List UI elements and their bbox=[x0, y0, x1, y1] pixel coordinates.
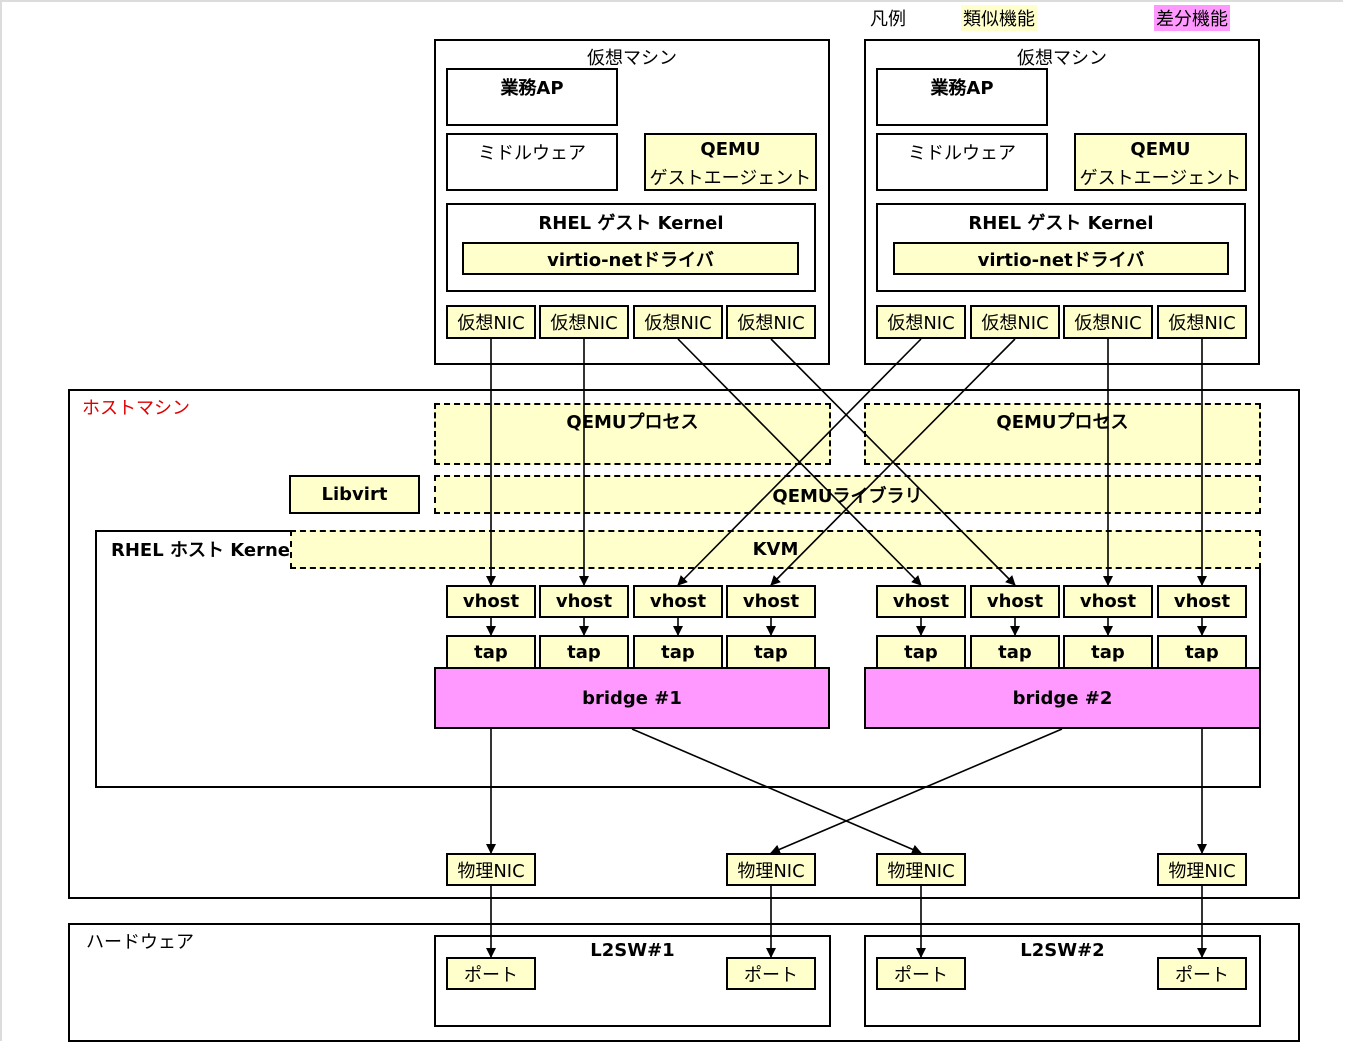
guest-kernel-label: RHEL ゲスト Kernel bbox=[968, 213, 1154, 234]
l2-switch-1: L2SW#1 bbox=[434, 935, 831, 1027]
business-app-label: 業務AP bbox=[500, 78, 564, 99]
middleware-box: ミドルウェア bbox=[446, 133, 618, 191]
qemu-guest-agent-box: QEMU ゲストエージェント bbox=[1074, 133, 1247, 191]
virtual-nic: 仮想NIC bbox=[1157, 305, 1247, 339]
virtual-nic: 仮想NIC bbox=[970, 305, 1060, 339]
qemu-process-2: QEMUプロセス bbox=[864, 403, 1261, 465]
guest-agent-line1: QEMU bbox=[1130, 139, 1191, 160]
virtual-nic: 仮想NIC bbox=[633, 305, 723, 339]
business-app-label: 業務AP bbox=[930, 78, 994, 99]
virtual-nic: 仮想NIC bbox=[726, 305, 816, 339]
vhost-box: vhost bbox=[633, 585, 723, 618]
switch-port: ポート bbox=[726, 957, 816, 990]
qemu-process-1: QEMUプロセス bbox=[434, 403, 831, 465]
legend-difference: 差分機能 bbox=[1154, 5, 1230, 31]
legend-title: 凡例 bbox=[870, 9, 906, 30]
bridge-2: bridge #2 bbox=[864, 667, 1261, 729]
libvirt-box: Libvirt bbox=[289, 475, 420, 514]
qemu-process-label: QEMUプロセス bbox=[996, 412, 1129, 433]
switch-port: ポート bbox=[446, 957, 536, 990]
middleware-label: ミドルウェア bbox=[908, 143, 1016, 164]
guest-agent-line1: QEMU bbox=[700, 139, 761, 160]
host-machine-label: ホストマシン bbox=[82, 398, 190, 419]
vm-title: 仮想マシン bbox=[1017, 48, 1107, 69]
virtio-net-driver: virtio-netドライバ bbox=[893, 242, 1229, 275]
qemu-guest-agent-box: QEMU ゲストエージェント bbox=[644, 133, 817, 191]
host-kernel-label: RHEL ホスト Kernel bbox=[111, 540, 297, 561]
virtual-nic: 仮想NIC bbox=[876, 305, 966, 339]
qemu-process-label: QEMUプロセス bbox=[566, 412, 699, 433]
vhost-box: vhost bbox=[970, 585, 1060, 618]
middleware-label: ミドルウェア bbox=[478, 143, 586, 164]
business-app-box: 業務AP bbox=[446, 68, 618, 126]
tap-box: tap bbox=[970, 635, 1060, 669]
physical-nic: 物理NIC bbox=[1157, 853, 1247, 886]
virtual-nic: 仮想NIC bbox=[1063, 305, 1153, 339]
l2-switch-2: L2SW#2 bbox=[864, 935, 1261, 1027]
tap-box: tap bbox=[539, 635, 629, 669]
tap-box: tap bbox=[633, 635, 723, 669]
guest-kernel-label: RHEL ゲスト Kernel bbox=[538, 213, 724, 234]
vhost-box: vhost bbox=[446, 585, 536, 618]
virtual-nic: 仮想NIC bbox=[446, 305, 536, 339]
tap-box: tap bbox=[876, 635, 966, 669]
qemu-library-box: QEMUライブラリ bbox=[434, 475, 1261, 514]
tap-box: tap bbox=[446, 635, 536, 669]
hardware-label: ハードウェア bbox=[86, 932, 194, 953]
vm-title: 仮想マシン bbox=[587, 48, 677, 69]
physical-nic: 物理NIC bbox=[876, 853, 966, 886]
guest-agent-line2: ゲストエージェント bbox=[1079, 168, 1242, 189]
vhost-box: vhost bbox=[726, 585, 816, 618]
vhost-box: vhost bbox=[876, 585, 966, 618]
l2-switch-label: L2SW#2 bbox=[1020, 940, 1105, 961]
vhost-box: vhost bbox=[1157, 585, 1247, 618]
kvm-box: KVM bbox=[290, 530, 1261, 569]
bridge-1: bridge #1 bbox=[434, 667, 830, 729]
guest-agent-line2: ゲストエージェント bbox=[649, 168, 812, 189]
physical-nic: 物理NIC bbox=[726, 853, 816, 886]
physical-nic: 物理NIC bbox=[446, 853, 536, 886]
hardware-box: ハードウェア bbox=[68, 923, 1300, 1042]
switch-port: ポート bbox=[876, 957, 966, 990]
virtual-nic: 仮想NIC bbox=[539, 305, 629, 339]
middleware-box: ミドルウェア bbox=[876, 133, 1048, 191]
switch-port: ポート bbox=[1157, 957, 1247, 990]
tap-box: tap bbox=[1157, 635, 1247, 669]
business-app-box: 業務AP bbox=[876, 68, 1048, 126]
virtio-net-driver: virtio-netドライバ bbox=[462, 242, 799, 275]
tap-box: tap bbox=[1063, 635, 1153, 669]
legend-similar: 類似機能 bbox=[961, 5, 1037, 31]
vhost-box: vhost bbox=[1063, 585, 1153, 618]
l2-switch-label: L2SW#1 bbox=[590, 940, 675, 961]
tap-box: tap bbox=[726, 635, 816, 669]
vhost-box: vhost bbox=[539, 585, 629, 618]
